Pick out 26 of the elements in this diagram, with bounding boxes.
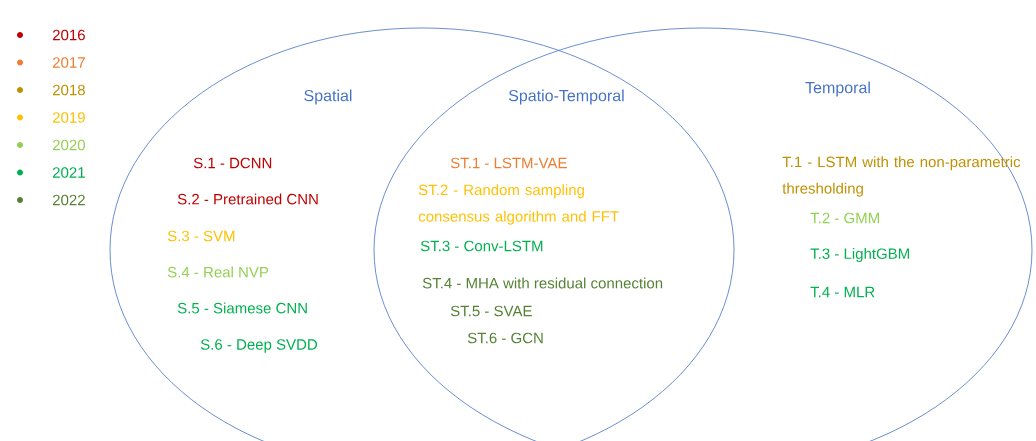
method-label: ST.2 - Random sampling consensus algorithm and FFT bbox=[418, 184, 619, 225]
method-label: S.2 - Pretrained CNN bbox=[177, 193, 318, 205]
section-heading: Spatio-Temporal bbox=[508, 89, 624, 105]
method-label: ST.5 - SVAE bbox=[450, 305, 532, 317]
method-label: ST.6 - GCN bbox=[467, 332, 543, 344]
method-label: ST.3 - Conv-LSTM bbox=[420, 240, 543, 252]
method-label: S.3 - SVM bbox=[167, 230, 235, 242]
method-label: T.1 - LSTM with the non-parametric thresholding bbox=[782, 156, 1021, 197]
method-label: S.5 - Siamese CNN bbox=[177, 302, 307, 314]
method-label: T.3 - LightGBM bbox=[810, 248, 909, 262]
legend-label: 2021 bbox=[52, 167, 85, 178]
method-label: S.6 - Deep SVDD bbox=[200, 339, 317, 353]
legend-label: 2017 bbox=[52, 57, 85, 68]
section-heading: Temporal bbox=[805, 81, 870, 97]
method-label: T.2 - GMM bbox=[810, 212, 879, 224]
section-heading: Spatial bbox=[304, 89, 352, 105]
legend-label: 2020 bbox=[52, 139, 85, 151]
method-label: ST.4 - MHA with residual connection bbox=[422, 277, 663, 289]
method-label: T.4 - MLR bbox=[810, 286, 875, 298]
legend-label: 2016 bbox=[52, 29, 85, 41]
legend-label: 2018 bbox=[52, 84, 85, 96]
legend-label: 2019 bbox=[52, 112, 85, 123]
legend-label: 2022 bbox=[52, 194, 85, 206]
method-label: ST.1 - LSTM-VAE bbox=[450, 157, 567, 169]
method-label: S.4 - Real NVP bbox=[167, 266, 269, 278]
method-label: S.1 - DCNN bbox=[193, 157, 272, 169]
